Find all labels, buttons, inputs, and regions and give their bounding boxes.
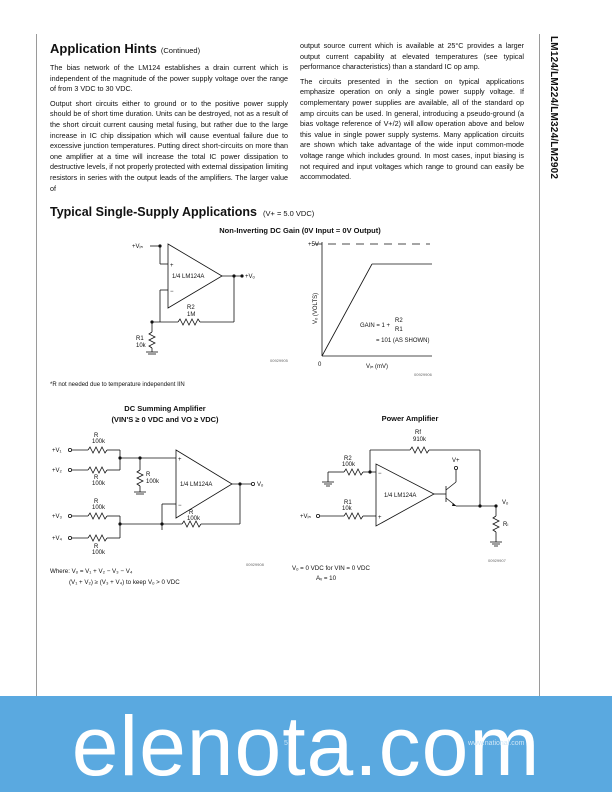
plus-label: +: [378, 515, 382, 521]
right-column: output source current which is available…: [300, 41, 524, 187]
gain-value: = 101 (AS SHOWN): [376, 338, 430, 344]
r-label: R: [94, 433, 99, 439]
r2-value: 1M: [187, 312, 195, 318]
minus-label: −: [378, 471, 382, 477]
rl-label: Rₗ: [503, 522, 508, 528]
section-title: Application Hints: [50, 41, 157, 56]
r-label: R: [189, 510, 194, 516]
r-label: R: [94, 475, 99, 481]
vplus-label: V+: [452, 458, 460, 464]
r2-value: 100k: [342, 462, 356, 468]
left-column: The bias network of the LM124 establishe…: [50, 63, 288, 198]
r-label: R: [146, 472, 151, 478]
apps-heading: Typical Single-Supply Applications (V+ = …: [50, 205, 314, 219]
fig3-cond-2: Aᵥ = 10: [316, 575, 337, 582]
gain-r1: R1: [395, 327, 403, 333]
minus-label: −: [178, 503, 182, 509]
paragraph: Output short circuits either to ground o…: [50, 98, 288, 193]
input-v3: +V₃: [52, 514, 63, 520]
fig2-caption-2: (VIN'S ≥ 0 VDC and VO ≥ VDC): [111, 415, 219, 424]
figure-code: 00929905: [270, 358, 289, 363]
power-amp-schematic: Rf 910k R2 100k R1 10k V+ 1/4 LM124A − +…: [300, 430, 509, 563]
vo-label: +Vₒ: [245, 274, 256, 280]
input-v2: +V₂: [52, 468, 63, 474]
r-value: 100k: [146, 479, 160, 485]
fig2-where-2: (V₁ + V₂) ≥ (V₃ + V₄) to keep Vₒ > 0 VDC: [69, 579, 180, 586]
fig2-caption-1: DC Summing Amplifier: [124, 404, 206, 413]
page-number: 5: [284, 740, 288, 747]
watermark-text: elenota.com: [71, 699, 541, 793]
graph-top-label: +5V: [308, 242, 319, 248]
gain-r2: R2: [395, 318, 403, 324]
footer-url: www.national.com: [468, 740, 525, 747]
graph-xlabel: Vᵢₙ (mV): [366, 364, 388, 370]
input-v4: +V₄: [52, 536, 63, 542]
fig3-caption: Power Amplifier: [381, 414, 439, 423]
graph-ylabel: Vₒ (VOLTS): [313, 293, 319, 324]
vin-label: +Vᵢₙ: [132, 244, 143, 250]
figure-code: 00929908: [246, 562, 265, 566]
r-label: R: [94, 544, 99, 550]
r2-label: R2: [187, 305, 195, 311]
fig1-caption: Non-Inverting DC Gain (0V Input = 0V Out…: [219, 226, 381, 235]
side-title: LM124/LM224/LM324/LM2902: [548, 36, 559, 180]
r-value: 100k: [92, 550, 106, 556]
r1-label: R1: [344, 500, 352, 506]
gain-graph: +5V 0 Vᵢₙ (mV) Vₒ (VOLTS) GAIN = 1 + R2 …: [308, 242, 433, 376]
non-inverting-amp-schematic: +Vᵢₙ +Vₒ 1/4 LM124A + − R2 1M R1 10k: [132, 243, 256, 355]
rf-value: 910k: [413, 437, 427, 443]
rf-label: Rf: [415, 430, 421, 436]
r-value: 100k: [92, 505, 106, 511]
fig2-where-1: Where: Vₒ = V₁ + V₂ − V₃ − V₄: [50, 568, 133, 575]
figure-code: 00929907: [488, 558, 507, 563]
r-value: 100k: [187, 516, 201, 522]
r1-label: R1: [136, 336, 144, 342]
gain-label: GAIN = 1 +: [360, 323, 391, 329]
figure-code-holder: 00929905: [270, 358, 289, 363]
vo-label: Vₒ: [257, 482, 264, 488]
fig1-note: *R not needed due to temperature indepen…: [50, 382, 185, 388]
paragraph: output source current which is available…: [300, 41, 524, 72]
r-value: 100k: [92, 439, 106, 445]
opamp-label: 1/4 LM124A: [180, 482, 212, 488]
opamp-triangle: [167, 243, 223, 309]
figure-code: 00929906: [414, 372, 433, 376]
r1-value: 10k: [342, 506, 353, 512]
r2-label: R2: [344, 456, 352, 462]
opamp-label: 1/4 LM124A: [384, 493, 416, 499]
graph-origin: 0: [318, 362, 322, 368]
watermark-banner: elenota.com 5 www.national.com: [0, 696, 612, 793]
fig3-cond-1: Vₒ = 0 VDC for VIN = 0 VDC: [292, 565, 370, 572]
vo-label: Vₒ: [502, 500, 509, 506]
section-heading: Application Hints(Continued): [50, 41, 200, 56]
r1-value: 10k: [136, 343, 147, 349]
section-continued: (Continued): [160, 46, 201, 55]
r-value: 100k: [92, 481, 106, 487]
input-v1: +V₁: [52, 448, 62, 454]
summing-amp-schematic: +V₁ +V₂ +V₃ +V₄ R 100k R 100k R 100k R 1…: [52, 433, 265, 566]
r-label: R: [94, 499, 99, 505]
minus-label: −: [170, 289, 174, 295]
apps-condition: (V+ = 5.0 VDC): [262, 209, 315, 218]
apps-title: Typical Single-Supply Applications: [50, 205, 257, 219]
plus-label: +: [170, 263, 174, 269]
paragraph: The bias network of the LM124 establishe…: [50, 63, 288, 94]
paragraph: The circuits presented in the section on…: [300, 76, 524, 182]
vin-label: +Vᵢₙ: [300, 514, 311, 520]
plus-label: +: [178, 457, 182, 463]
opamp-label: 1/4 LM124A: [172, 274, 204, 280]
